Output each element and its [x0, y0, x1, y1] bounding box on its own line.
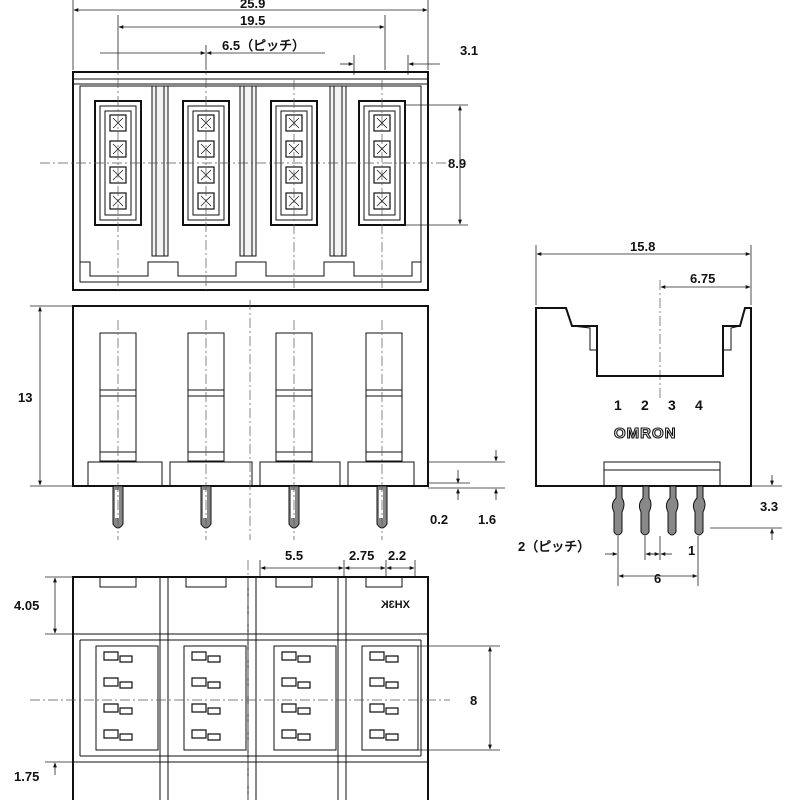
pin-number-3: 3: [668, 397, 676, 413]
pin-number-2: 2: [641, 397, 649, 413]
dim-top-height: 8.9: [448, 156, 466, 171]
dim-side-width: 15.8: [630, 239, 655, 254]
front-view: 13: [18, 300, 505, 540]
dim-side-pin-protrusion: 3.3: [760, 499, 778, 514]
dim-side-offset: 6.75: [690, 271, 715, 286]
dim-front-gap: 0.2: [430, 512, 448, 527]
dim-bottom-bottom-margin: 1.75: [14, 769, 39, 784]
dim-total-width: 25.9: [240, 0, 265, 11]
dim-outer-pitch: 19.5: [240, 13, 265, 28]
dim-bottom-hole-pitch: 5.5: [285, 548, 303, 563]
bottom-view-pads: [95, 645, 419, 751]
dim-bottom-offset-a: 2.75: [349, 548, 374, 563]
dim-pitch: 6.5（ピッチ）: [222, 38, 305, 53]
mirrored-part-marking: XH3K: [381, 599, 410, 611]
top-view-body: [72, 71, 429, 291]
dim-bottom-top-margin: 4.05: [14, 598, 39, 613]
bottom-view: 5.5 2.75 2.2: [14, 548, 500, 800]
side-view-body: [535, 307, 752, 487]
dim-side-pin-offset: 1: [688, 543, 695, 558]
dim-bottom-pad-height: 8: [470, 693, 477, 708]
top-view-separators: [151, 85, 347, 257]
omron-logo: OMRON: [614, 425, 677, 442]
dim-wall: 3.1: [460, 43, 478, 58]
dim-side-pin-pitch: 2（ピッチ）: [518, 539, 590, 554]
pin-number-1: 1: [614, 397, 622, 413]
pin-number-4: 4: [695, 397, 703, 413]
bottom-view-body: [72, 576, 429, 800]
dim-front-pin-length: 1.6: [478, 512, 496, 527]
dim-bottom-offset-b: 2.2: [388, 548, 406, 563]
dim-front-height: 13: [18, 390, 32, 405]
front-view-contacts: [99, 332, 403, 462]
dim-side-pin-span: 6: [654, 571, 661, 586]
top-view: 25.9 19.5 6.5（ピッチ） 3.1: [40, 0, 478, 291]
side-view-pins: [611, 485, 706, 536]
side-view: 15.8 6.75 1 2 3 4 OMRON 3.3: [518, 239, 782, 586]
